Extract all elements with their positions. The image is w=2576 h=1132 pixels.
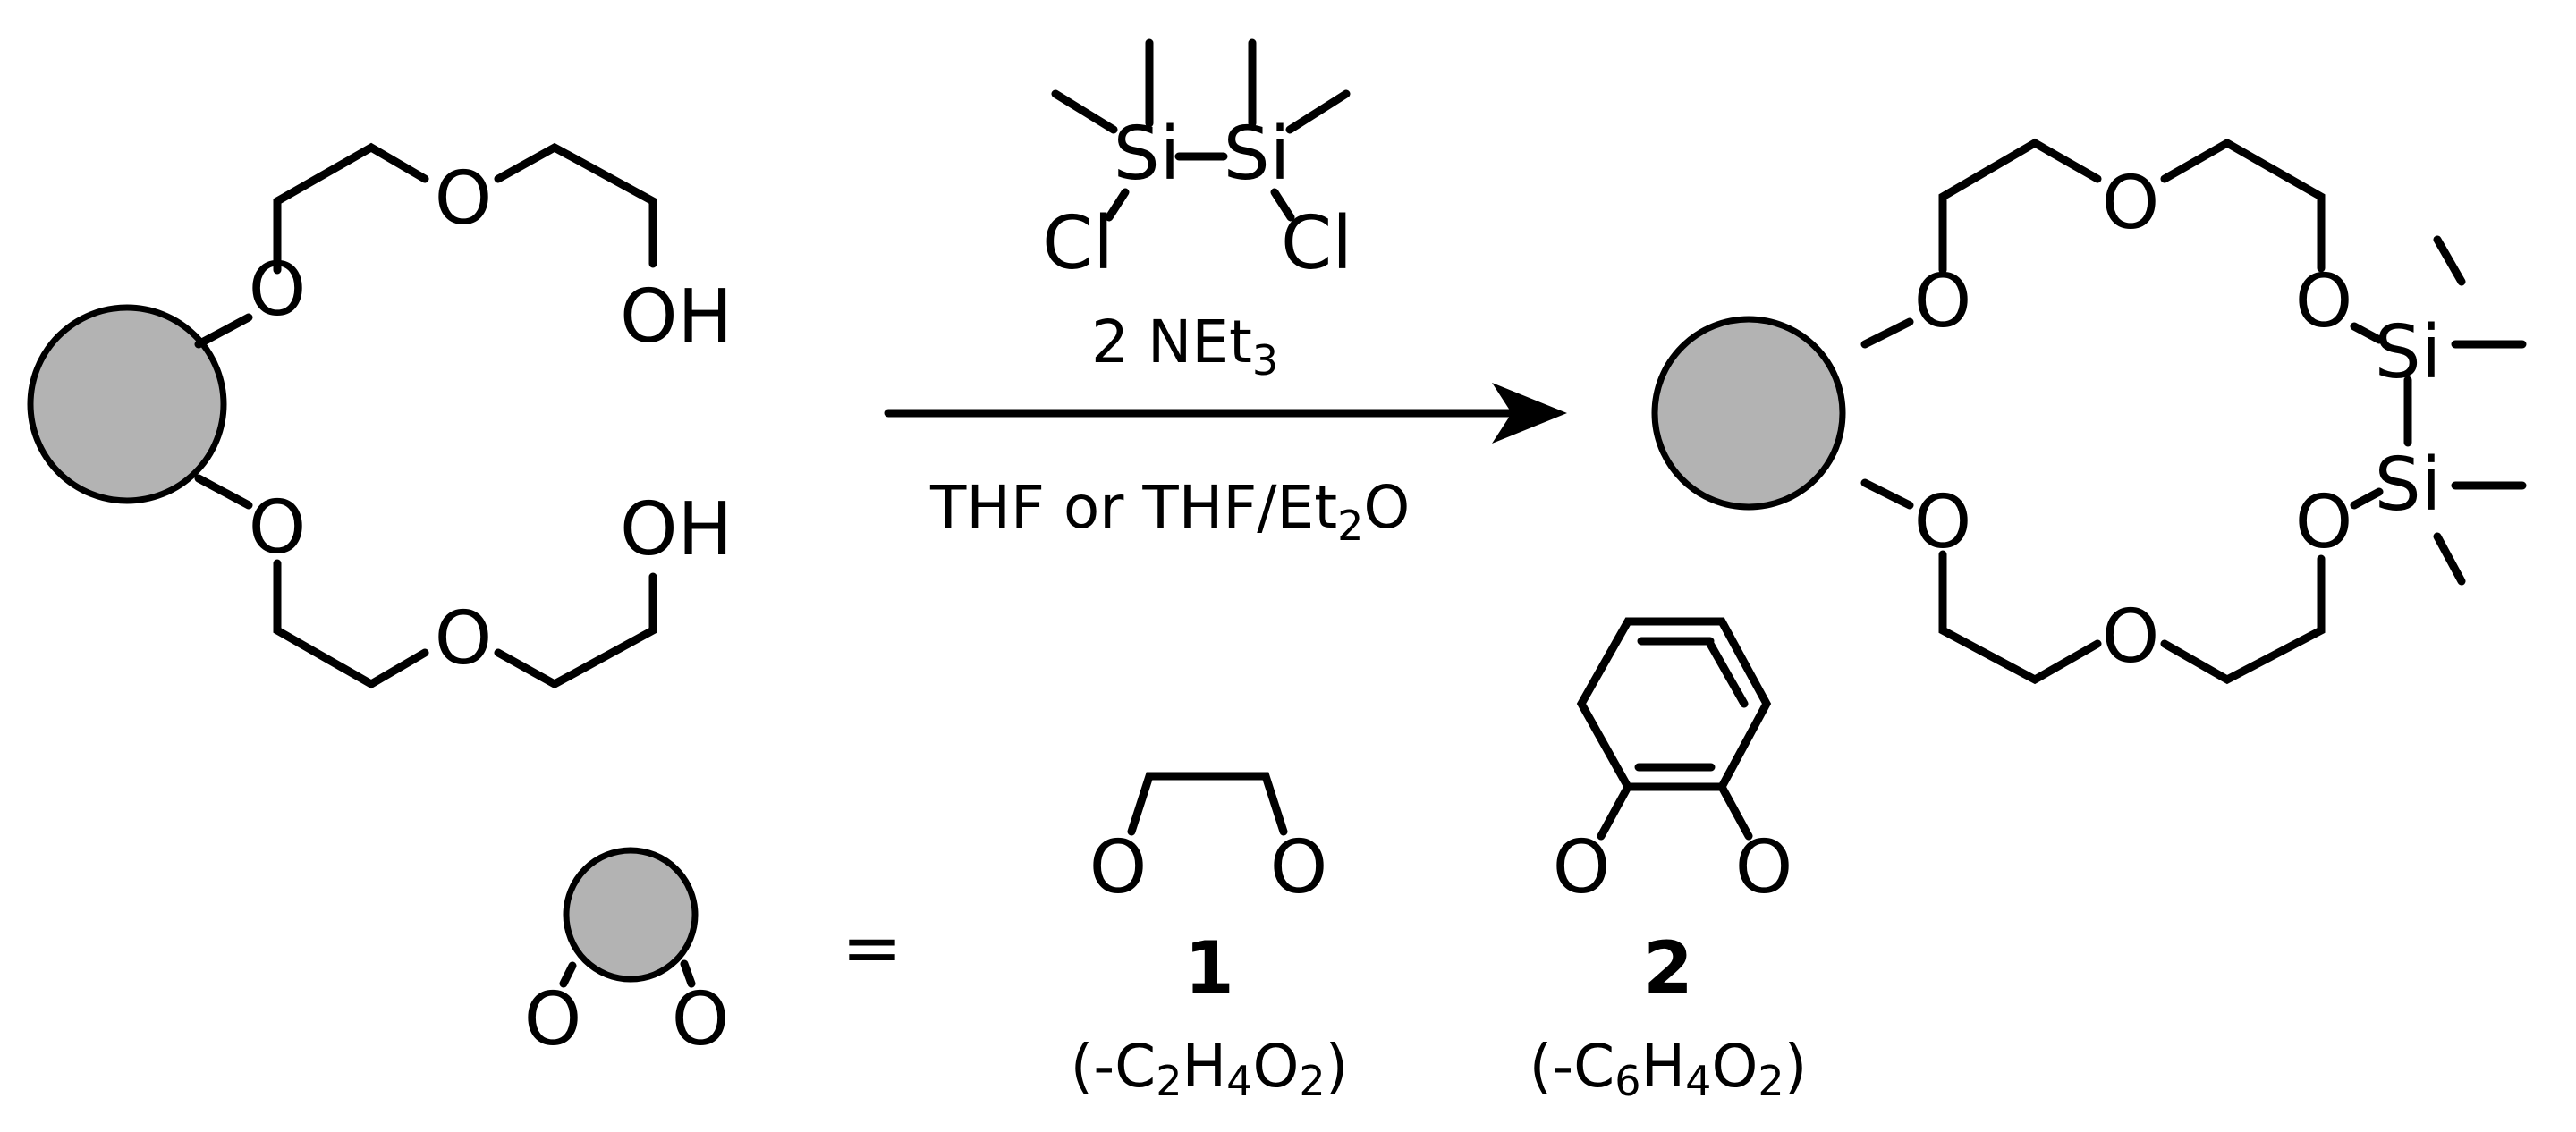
atom-o: O xyxy=(1553,825,1611,910)
equals-sign: = xyxy=(842,906,903,991)
product-bonds xyxy=(1860,138,2527,685)
legend-bonds xyxy=(559,959,696,988)
compound-1-bonds xyxy=(1127,772,1288,836)
atom-si: Si xyxy=(1114,112,1181,197)
atom-o: O xyxy=(2102,161,2160,246)
atom-o: O xyxy=(435,596,493,681)
atom-o: O xyxy=(249,248,307,333)
compound-2-bonds xyxy=(1576,617,1772,841)
compound-1-formula: (-C2H4O2) xyxy=(1071,1032,1349,1105)
atom-o: O xyxy=(249,486,307,570)
atom-cl: Cl xyxy=(1281,201,1352,286)
atom-o: O xyxy=(2295,259,2353,344)
hydroxyl-label: OH xyxy=(620,487,733,572)
compound-number-1: 1 xyxy=(1184,926,1234,1010)
legend: O O = O O 1 (-C2H4O2) O O 2 (-C6H4O2) xyxy=(524,617,1808,1105)
atom-o: O xyxy=(2295,480,2353,565)
atom-o: O xyxy=(1270,825,1328,910)
starting-bonds xyxy=(194,142,657,689)
compound-number-2: 2 xyxy=(1643,926,1693,1010)
atom-o: O xyxy=(672,977,730,1062)
atom-si: Si xyxy=(2375,310,2442,395)
hydroxyl-label: OH xyxy=(620,275,733,359)
product: O O O O O O Si Si xyxy=(1651,138,2527,685)
substituent-core-circle xyxy=(1651,316,1846,511)
solvent-label: THF or THF/Et2O xyxy=(929,473,1410,550)
atom-cl: Cl xyxy=(1042,201,1114,286)
atom-o: O xyxy=(1089,825,1148,910)
atom-si: Si xyxy=(2375,443,2442,528)
starting-material: O O O O OH OH xyxy=(27,142,733,689)
atom-o: O xyxy=(1914,259,1972,344)
disilane-bonds xyxy=(1051,38,1351,222)
base-reagent-label: 2 NEt3 xyxy=(1091,308,1278,384)
atom-si: Si xyxy=(1224,112,1291,197)
atom-o: O xyxy=(1735,825,1793,910)
reagent-block: Si Si Cl Cl 2 NEt3 THF or THF/Et2O xyxy=(884,38,1567,550)
atom-o: O xyxy=(1914,480,1972,565)
atom-o: O xyxy=(524,977,582,1062)
atom-o: O xyxy=(2102,595,2160,680)
atom-o: O xyxy=(435,156,493,241)
substituent-core-circle xyxy=(563,847,699,983)
compound-2-formula: (-C6H4O2) xyxy=(1530,1032,1808,1105)
reaction-arrow-head xyxy=(1492,383,1567,444)
substituent-core-circle xyxy=(27,304,227,504)
